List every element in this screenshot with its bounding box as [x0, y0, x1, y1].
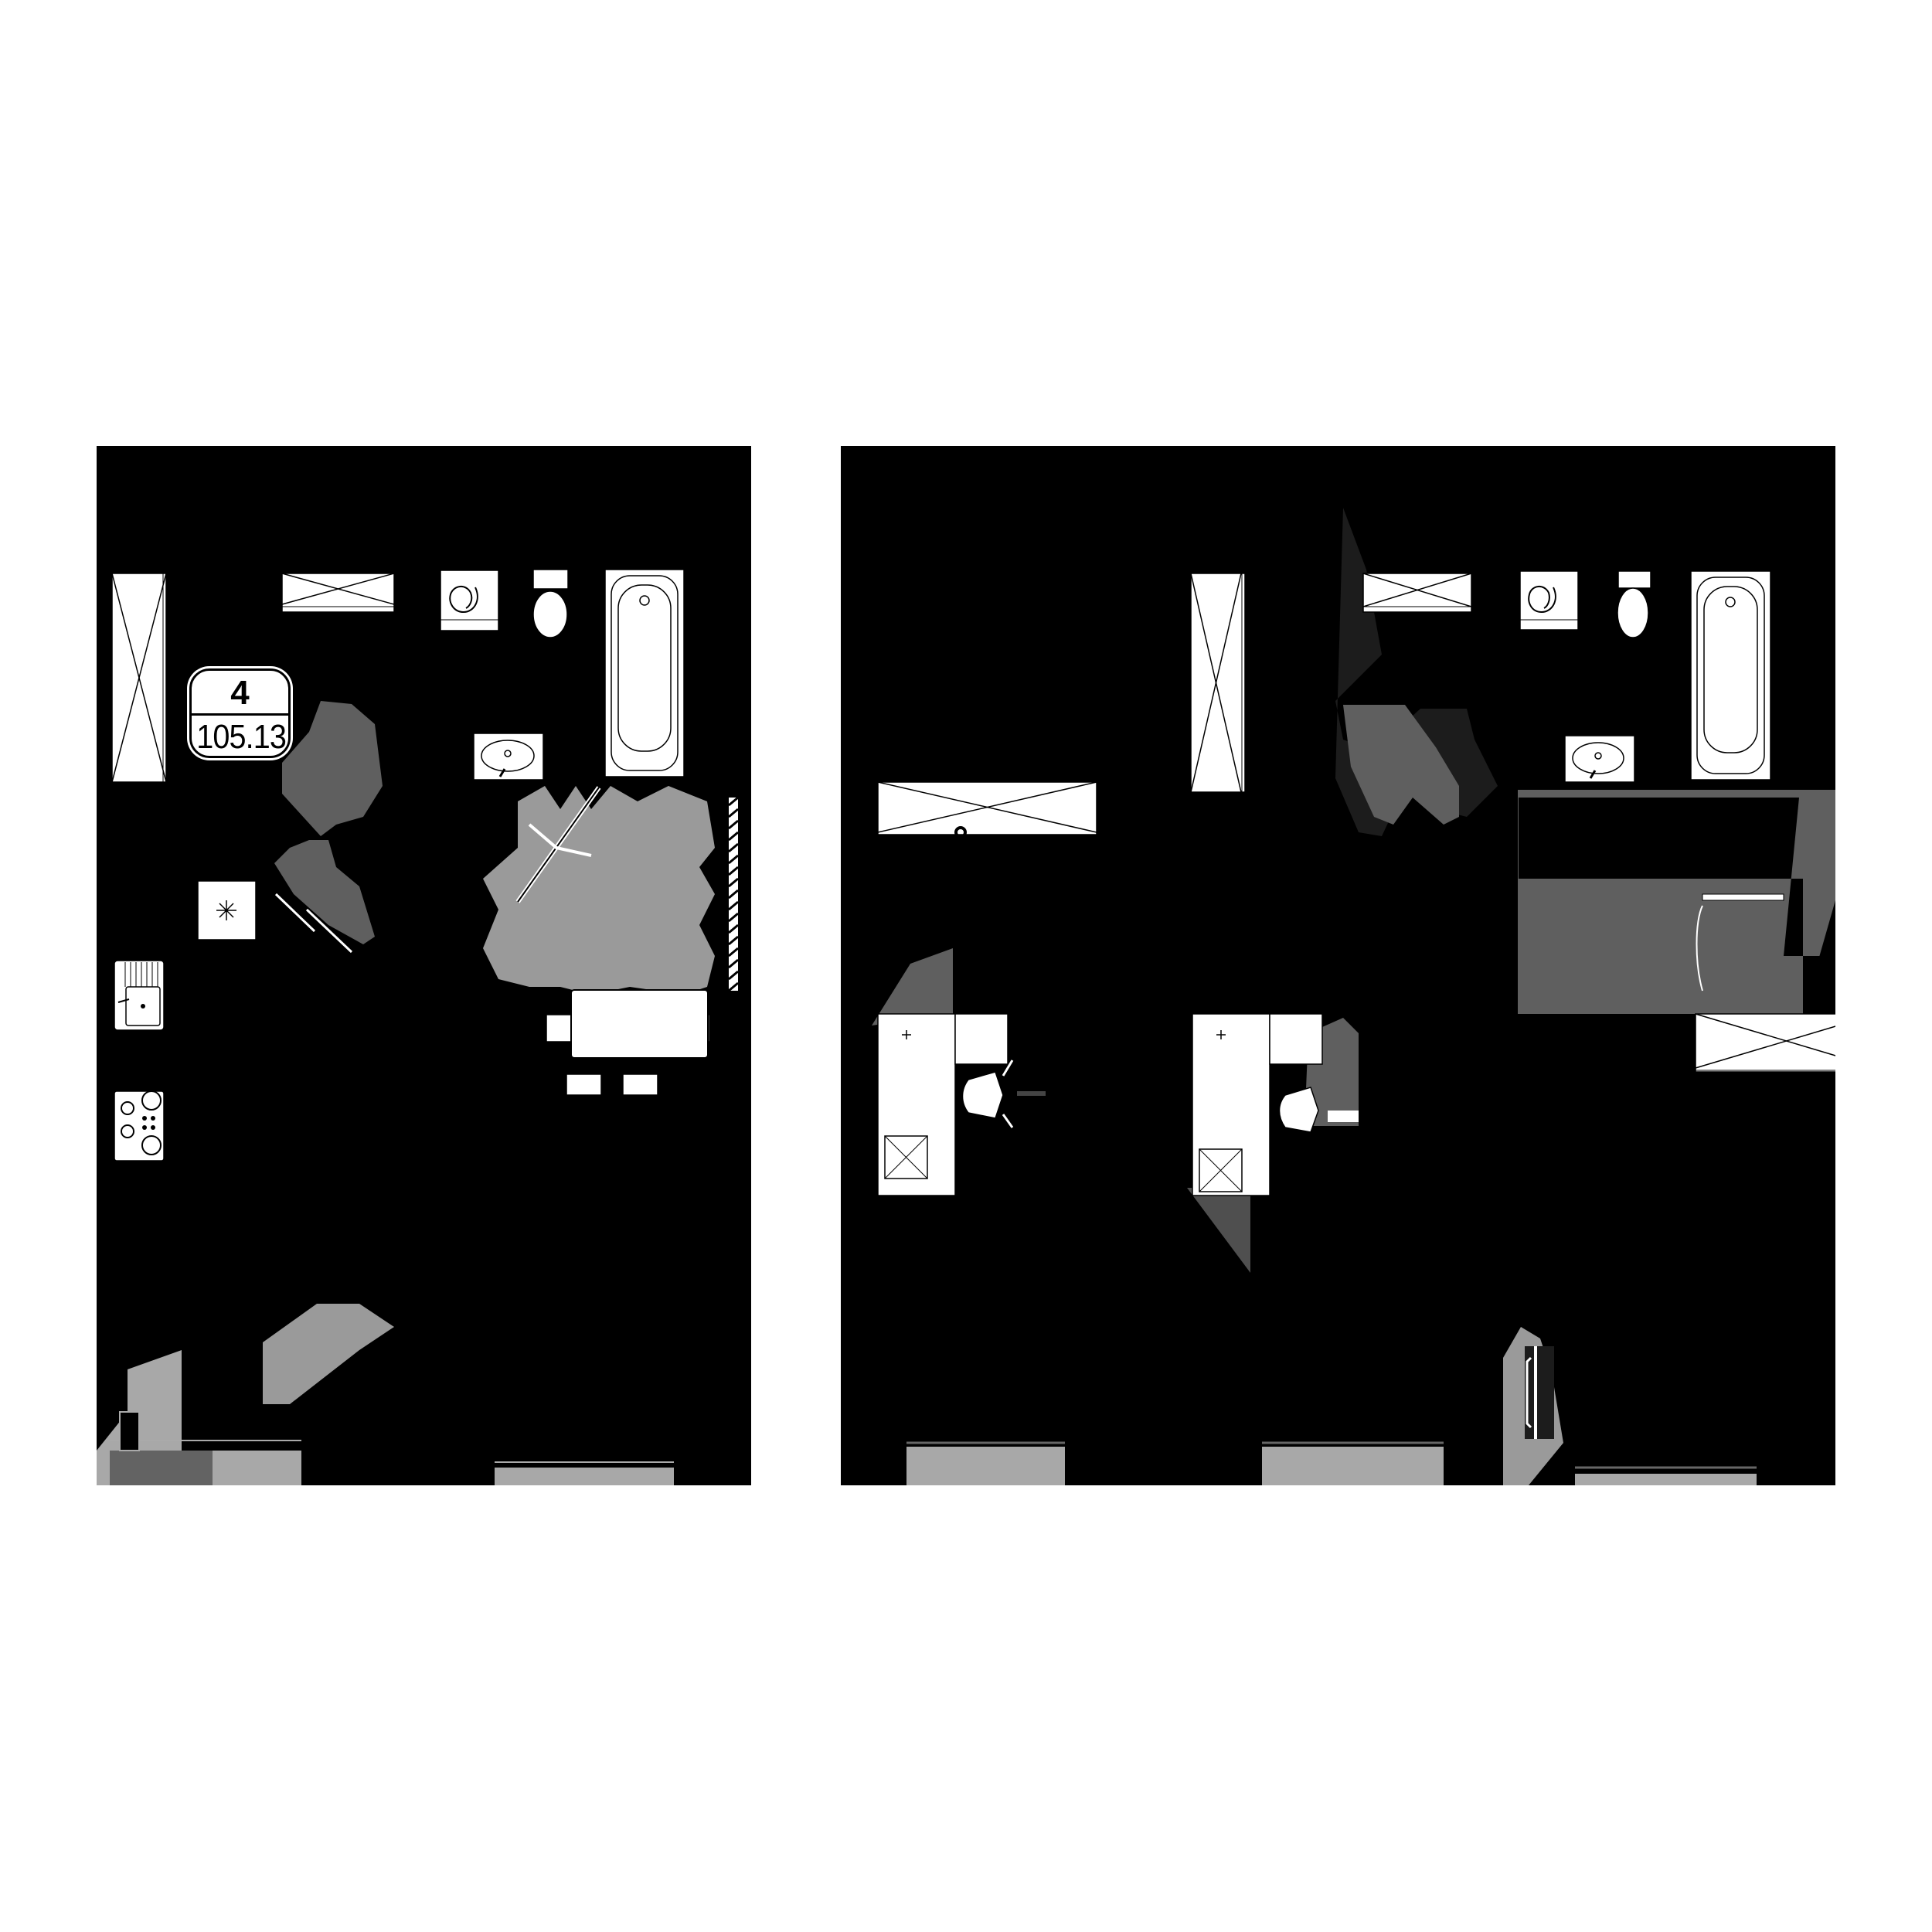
kitchen-sink-icon [114, 960, 165, 1031]
dining-shade [263, 1304, 394, 1404]
toilet-icon [1617, 570, 1651, 638]
dark-door-panel [1525, 1346, 1554, 1439]
desk-shade-right [1187, 1188, 1250, 1273]
apartment-badge: 4 105.13 [189, 668, 291, 758]
toilet-icon [532, 569, 569, 638]
wardrobe-icon [1190, 573, 1246, 793]
cooktop-icon [114, 1090, 165, 1162]
ceiling-light-icon [197, 880, 257, 940]
entry-door-icon [119, 1411, 140, 1451]
cabinet-right-icon [1695, 1013, 1835, 1073]
cabinet-icon [281, 573, 395, 613]
balcony-door-bottom [495, 1468, 674, 1485]
floor-plan-level-1: 4 105.13 [97, 446, 751, 1485]
balcony-door-right [213, 1451, 301, 1485]
closet-shelf [1702, 893, 1784, 901]
bathtub-icon [604, 569, 685, 777]
balcony-door-3 [1575, 1474, 1757, 1485]
door-swing-shade [274, 840, 375, 944]
office-chair-left-icon [961, 1060, 1046, 1128]
closet-mirror [1696, 905, 1703, 992]
balcony-door-left [110, 1451, 213, 1485]
wardrobe-icon [111, 573, 167, 783]
level-1-drawing [97, 569, 739, 1485]
level-2-drawing [872, 508, 1835, 1485]
hatched-wall [728, 796, 739, 992]
closet-bay [1518, 790, 1835, 1014]
door-swing-shade [282, 701, 383, 836]
apartment-number: 4 [192, 671, 288, 716]
bathtub-icon [1690, 570, 1771, 781]
balcony-door-2 [1262, 1447, 1444, 1485]
washbasin-icon [473, 733, 544, 781]
washing-machine-icon [440, 570, 499, 631]
desk-shade-left [872, 948, 953, 1026]
cabinet-icon [1362, 573, 1472, 613]
cabinet-long-icon [877, 781, 1097, 838]
radiator-icon [1526, 1346, 1537, 1439]
office-chair-right-icon [1278, 1087, 1359, 1133]
washbasin-icon [1564, 735, 1635, 783]
washing-machine-icon [1519, 570, 1579, 631]
desk-left-icon [877, 1013, 1009, 1196]
floor-plan-level-2 [841, 446, 1835, 1485]
radiator-icon [274, 893, 353, 954]
apartment-area: 105.13 [196, 718, 287, 756]
door-swing-shade [1343, 705, 1459, 825]
bathroom-door-icon [515, 786, 601, 903]
dining-table-icon [546, 989, 710, 1096]
room-shade-star [483, 786, 715, 995]
balcony-door-1 [906, 1447, 1065, 1485]
desk-right-icon [1192, 1013, 1323, 1196]
